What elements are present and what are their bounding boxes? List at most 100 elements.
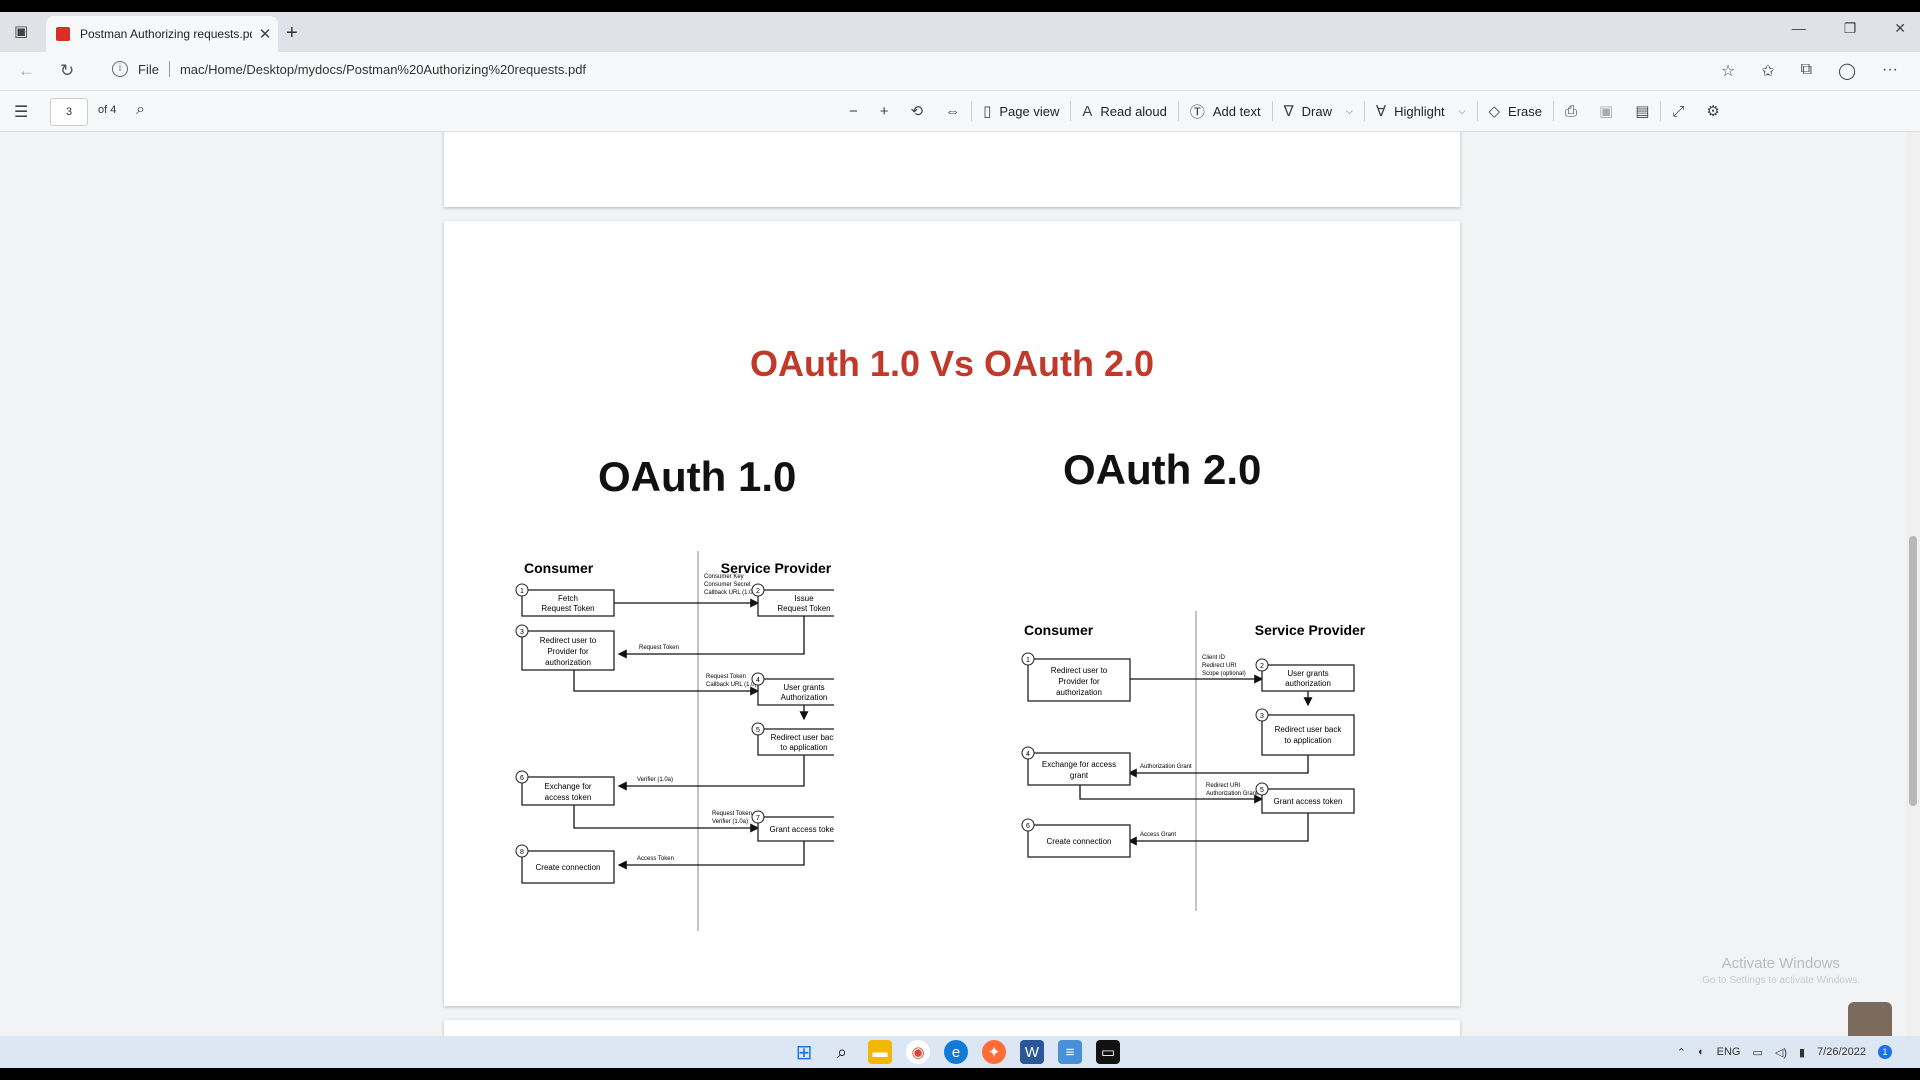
scrollbar-thumb[interactable]: [1909, 536, 1917, 806]
more-menu-icon[interactable]: ···: [1882, 61, 1898, 78]
chevron-up-icon[interactable]: ⌃: [1676, 1046, 1686, 1059]
favorites-icon[interactable]: ✩: [1761, 63, 1775, 80]
oauth2-flow-diagram: Consumer Service Provider Client ID Redi…: [1021, 611, 1366, 911]
close-window-icon[interactable]: ✕: [1894, 20, 1906, 36]
flow-arrow: [573, 805, 760, 833]
page-number-input[interactable]: 3: [50, 98, 88, 126]
info-icon[interactable]: i: [112, 61, 128, 77]
arrow-label: Scope (optional): [1202, 671, 1246, 677]
svg-text:Provider for: Provider for: [547, 647, 589, 656]
language-indicator[interactable]: ENG: [1716, 1046, 1741, 1058]
rotate-button[interactable]: ⟲: [900, 102, 935, 120]
activate-windows-watermark: Activate Windows: [1721, 955, 1840, 972]
toolbar-divider: [1177, 101, 1179, 121]
save-as-button[interactable]: ▤: [1624, 102, 1660, 120]
flow-arrow: [617, 614, 805, 659]
minimize-icon[interactable]: —: [1791, 20, 1806, 36]
notepad-icon[interactable]: ≡: [1058, 1040, 1082, 1064]
rotate-icon: ⟲: [910, 103, 924, 120]
vertical-scrollbar[interactable]: [1906, 132, 1920, 1036]
svg-text:authorization: authorization: [545, 658, 591, 667]
page-view-icon: ▯: [983, 103, 992, 120]
toolbar-divider: [1553, 101, 1555, 121]
erase-button[interactable]: ◇Erase: [1478, 102, 1554, 120]
profile-icon[interactable]: ◯: [1838, 63, 1857, 80]
windows-start-icon[interactable]: ⊞: [795, 1041, 813, 1064]
search-icon[interactable]: ⌕: [836, 1041, 848, 1062]
svg-text:Authorization: Authorization: [781, 693, 828, 702]
postman-icon[interactable]: ✦: [982, 1040, 1006, 1064]
pdf-file-icon: [56, 27, 70, 41]
new-tab-button[interactable]: +: [286, 22, 298, 44]
zoom-in-button[interactable]: +: [869, 103, 900, 120]
flow-box: 4 Exchange for access grant: [1021, 746, 1131, 786]
draw-button[interactable]: ∇Draw⌵: [1273, 102, 1364, 120]
flow-box: 3 Redirect user back to application: [1255, 708, 1355, 756]
restore-icon[interactable]: ❐: [1843, 20, 1857, 36]
print-button[interactable]: ⎙: [1554, 103, 1588, 120]
edge-icon[interactable]: e: [944, 1040, 968, 1064]
arrow-label: Callback URL (1.0a): [704, 590, 758, 596]
fit-page-button[interactable]: ⇔: [934, 103, 971, 120]
chevron-down-icon[interactable]: ⌵: [1345, 105, 1353, 116]
word-icon[interactable]: W: [1020, 1040, 1044, 1064]
file-explorer-icon[interactable]: ▬: [868, 1040, 892, 1064]
toolbar-divider: [1660, 101, 1662, 121]
tab-pdf[interactable]: Postman Authorizing requests.pdf ✕: [46, 16, 278, 52]
svg-text:2: 2: [756, 588, 760, 595]
pdf-viewer[interactable]: OAuth 1.0 Vs OAuth 2.0 OAuth 1.0 OAuth 2…: [0, 132, 1920, 1036]
settings-button[interactable]: ⚙: [1695, 102, 1730, 120]
flow-arrow: [617, 755, 805, 791]
slide-title: OAuth 1.0 Vs OAuth 2.0: [749, 343, 1155, 384]
arrow-label: Verifier (1.0a): [637, 777, 673, 783]
plus-icon: +: [879, 102, 889, 120]
zoom-out-button[interactable]: −: [838, 103, 869, 120]
chrome-icon[interactable]: ◉: [906, 1040, 930, 1064]
chevron-down-icon[interactable]: ⌵: [1458, 105, 1466, 116]
battery-icon[interactable]: ▮: [1799, 1046, 1806, 1059]
flow-arrow: [573, 670, 760, 696]
address-divider: [168, 61, 170, 77]
page-view-button[interactable]: ▯Page view: [972, 102, 1070, 120]
next-page: [444, 1020, 1460, 1036]
search-icon[interactable]: ⌕: [136, 101, 145, 118]
activate-windows-hint: Go to Settings to activate Windows.: [1702, 975, 1860, 986]
svg-text:1: 1: [1026, 657, 1030, 664]
svg-text:6: 6: [1026, 823, 1030, 830]
volume-icon[interactable]: ◁): [1774, 1046, 1787, 1059]
gear-icon: ⚙: [1706, 103, 1720, 120]
svg-text:Exchange for: Exchange for: [544, 782, 591, 791]
table-of-contents-icon[interactable]: ☰: [14, 104, 29, 121]
url-field[interactable]: i File mac/Home/Desktop/mydocs/Postman%2…: [112, 61, 586, 77]
terminal-icon[interactable]: ▭: [1096, 1040, 1120, 1064]
arrow-label: Authorization Grant: [1206, 791, 1258, 797]
save-as-icon: ▤: [1635, 103, 1650, 120]
toolbar-divider: [1363, 101, 1365, 121]
highlight-button[interactable]: ∀Highlight⌵: [1365, 102, 1477, 120]
svg-text:5: 5: [1260, 787, 1264, 794]
clock-date[interactable]: 7/26/2022: [1817, 1046, 1866, 1058]
back-arrow-icon[interactable]: ←: [18, 61, 35, 80]
save-icon: ▣: [1599, 103, 1614, 120]
previous-page: [444, 132, 1460, 207]
screen: ▣ Postman Authorizing requests.pdf ✕ + —…: [0, 12, 1920, 1068]
fullscreen-button[interactable]: ⤢: [1661, 103, 1695, 120]
url-text[interactable]: mac/Home/Desktop/mydocs/Postman%20Author…: [179, 61, 587, 77]
arrow-label: Access Token: [637, 856, 674, 862]
collections-icon[interactable]: ⧉: [1800, 61, 1813, 78]
tab-close-icon[interactable]: ✕: [258, 26, 272, 43]
read-aloud-icon: A: [1082, 102, 1093, 120]
arrow-label: Request Token: [706, 674, 746, 680]
notification-badge-icon[interactable]: 1: [1878, 1045, 1892, 1059]
tray-app-icon[interactable]: ◐: [1697, 1046, 1705, 1058]
tab-actions-icon[interactable]: ▣: [14, 23, 29, 40]
save-button[interactable]: ▣: [1588, 102, 1624, 120]
favorite-star-icon[interactable]: ☆: [1720, 63, 1736, 80]
svg-text:Redirect user back: Redirect user back: [771, 733, 834, 742]
network-icon[interactable]: ▭: [1752, 1046, 1763, 1059]
refresh-icon[interactable]: ↻: [60, 61, 75, 80]
flow-box: 1 Redirect user to Provider for authoriz…: [1021, 652, 1131, 702]
flow-box: 3 Redirect user to Provider for authoriz…: [515, 624, 615, 671]
